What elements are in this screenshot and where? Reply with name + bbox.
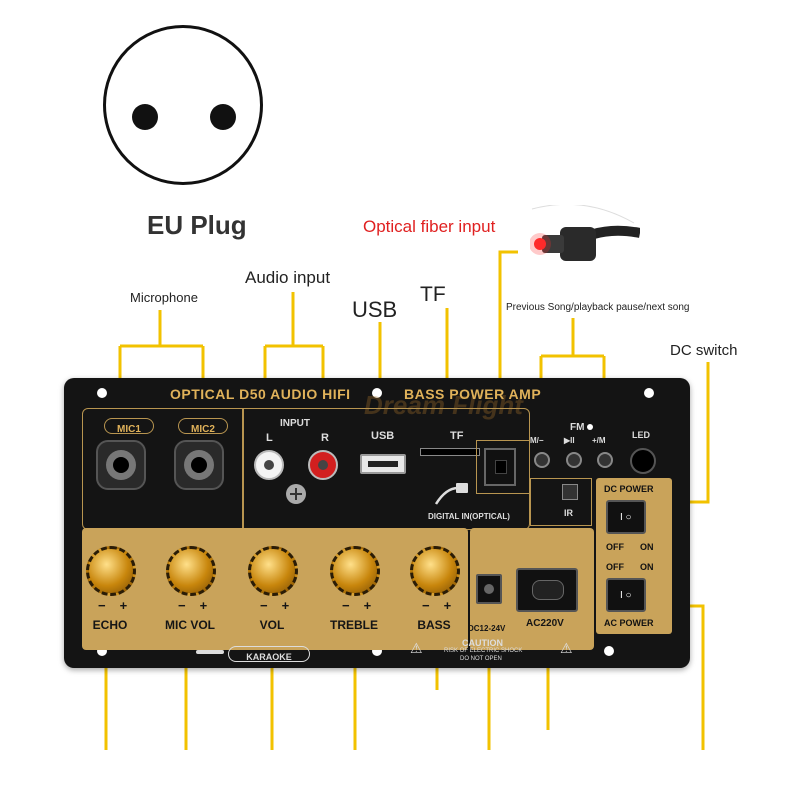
tf-label: TF [420, 283, 446, 306]
rca-right-jack[interactable] [308, 450, 338, 480]
optical-port[interactable] [484, 448, 516, 486]
dc-off-label: OFF [606, 542, 624, 552]
optical-frame [476, 440, 530, 494]
dc-switch-label: DC switch [670, 342, 738, 359]
echo-label: ECHO [92, 618, 128, 632]
prev-button[interactable] [534, 452, 550, 468]
song-controls-label: Previous Song/playback pause/next song [506, 302, 690, 313]
dc-power-label: DC POWER [604, 484, 654, 494]
mount-hole [97, 646, 107, 656]
led-label: LED [632, 430, 650, 440]
karaoke-badge: KARAOKE [228, 646, 310, 662]
vol-label: VOL [259, 618, 285, 632]
ir-receiver [562, 484, 578, 500]
usb-panel-label: USB [371, 430, 395, 442]
mic1-badge: MIC1 [104, 418, 154, 435]
optical-fiber-input-label: Optical fiber input [363, 217, 496, 236]
mic2-jack[interactable] [174, 440, 224, 490]
treble-knob[interactable] [330, 546, 380, 596]
tf-slot[interactable] [420, 448, 480, 456]
panel-title-left: OPTICAL D50 AUDIO HIFI [170, 386, 351, 402]
dc-on-label: ON [640, 542, 654, 552]
panel-watermark: Dream Flight [364, 390, 523, 420]
mic-vol-minus: − [178, 598, 186, 613]
input-l-label: L [266, 432, 273, 444]
optical-cable-icon [434, 483, 468, 505]
mount-hole [644, 388, 654, 398]
screw-icon [286, 484, 306, 504]
prev-button-label: M/− [530, 436, 544, 445]
bass-label: BASS [417, 618, 451, 632]
plug-pin-left [132, 104, 158, 130]
echo-minus: − [98, 598, 106, 613]
audio-input-label: Audio input [245, 268, 331, 287]
ir-label: IR [564, 508, 573, 518]
ir-frame [530, 478, 592, 526]
ac-jack-label: AC220V [526, 618, 564, 629]
mic2-badge: MIC2 [178, 418, 228, 435]
caution-icon-right: ⚠ [560, 640, 573, 656]
bass-knob[interactable] [410, 546, 460, 596]
ac-power-label: AC POWER [604, 618, 654, 628]
microphone-icon [196, 650, 224, 654]
mic-vol-label: MIC VOL [165, 618, 215, 632]
vol-knob[interactable] [248, 546, 298, 596]
caution-line1: RISK OF ELECTRIC SHOCK [444, 648, 523, 654]
panel-title-right: BASS POWER AMP [404, 386, 542, 402]
input-label: INPUT [280, 418, 310, 429]
ac-off-label: OFF [606, 562, 624, 572]
echo-plus: + [119, 598, 128, 613]
mount-hole [372, 388, 382, 398]
amplifier-panel: OPTICAL D50 AUDIO HIFI Dream Flight BASS… [64, 378, 690, 668]
caution-line2: DO NOT OPEN [460, 656, 502, 662]
dc-jack-label: DC12-24V [468, 624, 506, 633]
next-button[interactable] [597, 452, 613, 468]
treble-label: TREBLE [330, 618, 378, 632]
input-r-label: R [321, 432, 329, 444]
next-button-label: +/M [592, 436, 606, 445]
usb-port[interactable] [360, 454, 406, 474]
karaoke-label: KARAOKE [246, 652, 292, 662]
bass-plus: + [443, 598, 452, 613]
play-pause-button[interactable] [566, 452, 582, 468]
plug-pin-right [210, 104, 236, 130]
mic-vol-plus: + [199, 598, 208, 613]
caution-title: CAUTION [462, 638, 503, 648]
eu-plug-face [103, 25, 263, 185]
eu-plug-label: EU Plug [147, 210, 247, 240]
ac-on-label: ON [640, 562, 654, 572]
ac-jack[interactable] [516, 568, 578, 612]
optical-cable-image [530, 205, 640, 261]
mic-vol-knob[interactable] [166, 546, 216, 596]
mic1-label: MIC1 [117, 424, 141, 435]
tf-panel-label: TF [450, 430, 464, 442]
mount-hole [97, 388, 107, 398]
digital-in-label: DIGITAL IN(OPTICAL) [428, 512, 510, 521]
mount-hole [604, 646, 614, 656]
echo-knob[interactable] [86, 546, 136, 596]
treble-minus: − [342, 598, 350, 613]
mount-hole [372, 646, 382, 656]
vol-plus: + [281, 598, 290, 613]
caution-icon-left: ⚠ [410, 640, 423, 656]
led-window [630, 448, 656, 474]
fm-label: FM [570, 422, 585, 433]
treble-plus: + [363, 598, 372, 613]
play-button-label: ▶II [564, 436, 575, 445]
mic1-jack[interactable] [96, 440, 146, 490]
microphone-label: Microphone [130, 290, 198, 305]
usb-label: USB [352, 297, 398, 322]
dc-power-switch[interactable]: I ○ [606, 500, 646, 534]
vol-minus: − [260, 598, 268, 613]
ac-power-switch[interactable]: I ○ [606, 578, 646, 612]
bass-minus: − [422, 598, 430, 613]
rca-left-jack[interactable] [254, 450, 284, 480]
mic2-label: MIC2 [191, 424, 215, 435]
mic-divider [242, 408, 244, 528]
led-indicator [587, 424, 593, 430]
dc-jack[interactable] [476, 574, 502, 604]
